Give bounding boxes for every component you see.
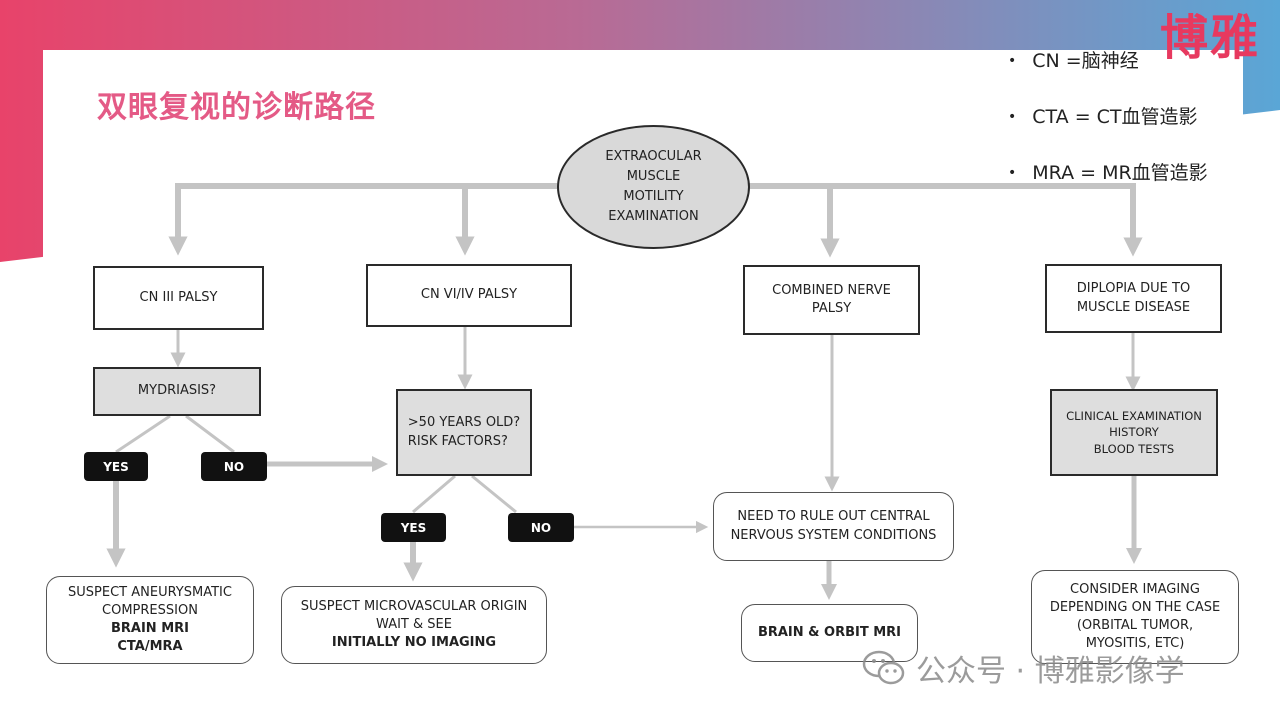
abbreviation-text: CN =脑神经 xyxy=(1032,50,1139,72)
arrow-start-to-combined xyxy=(749,183,840,258)
abbreviation-text: MRA = MR血管造影 xyxy=(1032,162,1208,184)
line-age-no xyxy=(471,474,517,514)
watermark: 公众号 · 博雅影像学 xyxy=(862,646,1185,690)
line-mydriasis-yes xyxy=(115,414,171,454)
yes-label: YES xyxy=(84,452,148,481)
abbreviation-item: • CTA = CT血管造影 xyxy=(1008,102,1198,129)
wechat-icon xyxy=(862,650,905,685)
cn64-palsy-box: CN VI/IV PALSY xyxy=(366,264,572,327)
arrow-to-muscle xyxy=(830,183,1143,257)
cn3-palsy-box: CN III PALSY xyxy=(93,266,264,330)
watermark-text: 公众号 · 博雅影像学 xyxy=(916,654,1185,689)
mydriasis-box: MYDRIASIS? xyxy=(93,367,261,416)
bullet-icon: • xyxy=(1008,109,1017,125)
arrow-start-to-cn3 xyxy=(168,183,557,256)
brand-logo: 博雅 xyxy=(1160,10,1261,66)
line-age-yes xyxy=(412,474,456,514)
line-mydriasis-no xyxy=(185,414,235,454)
bullet-icon: • xyxy=(1008,53,1017,69)
abbreviation-item: • MRA = MR血管造影 xyxy=(1008,158,1208,185)
yes-label: YES xyxy=(381,513,446,542)
abbreviation-text: CTA = CT血管造影 xyxy=(1032,106,1198,128)
age-risk-box: >50 YEARS OLD?RISK FACTORS? xyxy=(396,389,532,476)
slide-title: 双眼复视的诊断路径 xyxy=(97,90,376,125)
no-label: NO xyxy=(508,513,574,542)
brain-orbit-mri-box: BRAIN & ORBIT MRI xyxy=(741,604,918,662)
abbreviation-item: • CN =脑神经 xyxy=(1008,46,1139,73)
no-label: NO xyxy=(201,452,267,481)
bullet-icon: • xyxy=(1008,165,1017,181)
